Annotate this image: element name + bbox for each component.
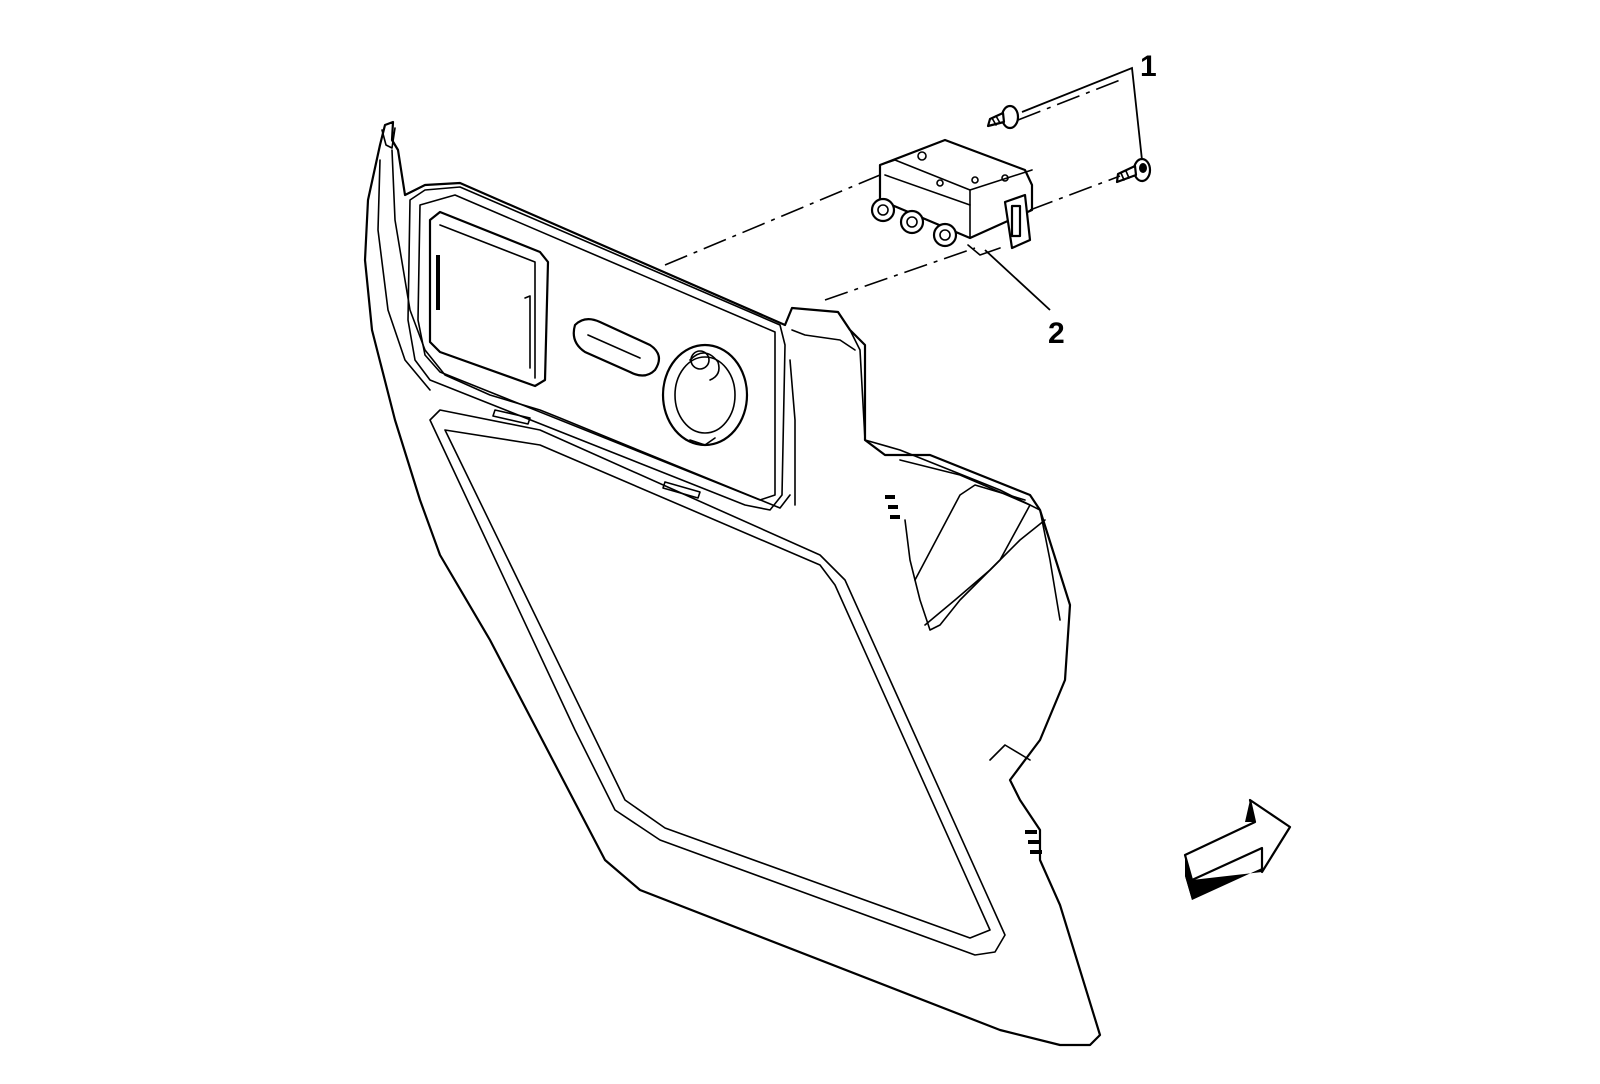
alignment-lines [664,79,1121,301]
forward-arrow-icon [1183,798,1292,900]
jack-module [870,138,1034,256]
screw-lower [1115,157,1152,184]
callout-label-2: 2 [1048,317,1065,350]
screw-upper [986,104,1020,130]
console-trim-panel [363,120,1102,1047]
console-bezel [381,127,786,511]
jack-1 [870,197,896,223]
jack-2 [899,209,925,235]
callout-label-1: 1 [1140,50,1157,83]
callout-leaders [984,66,1143,311]
power-outlet [661,343,749,447]
jack-3 [932,222,958,248]
